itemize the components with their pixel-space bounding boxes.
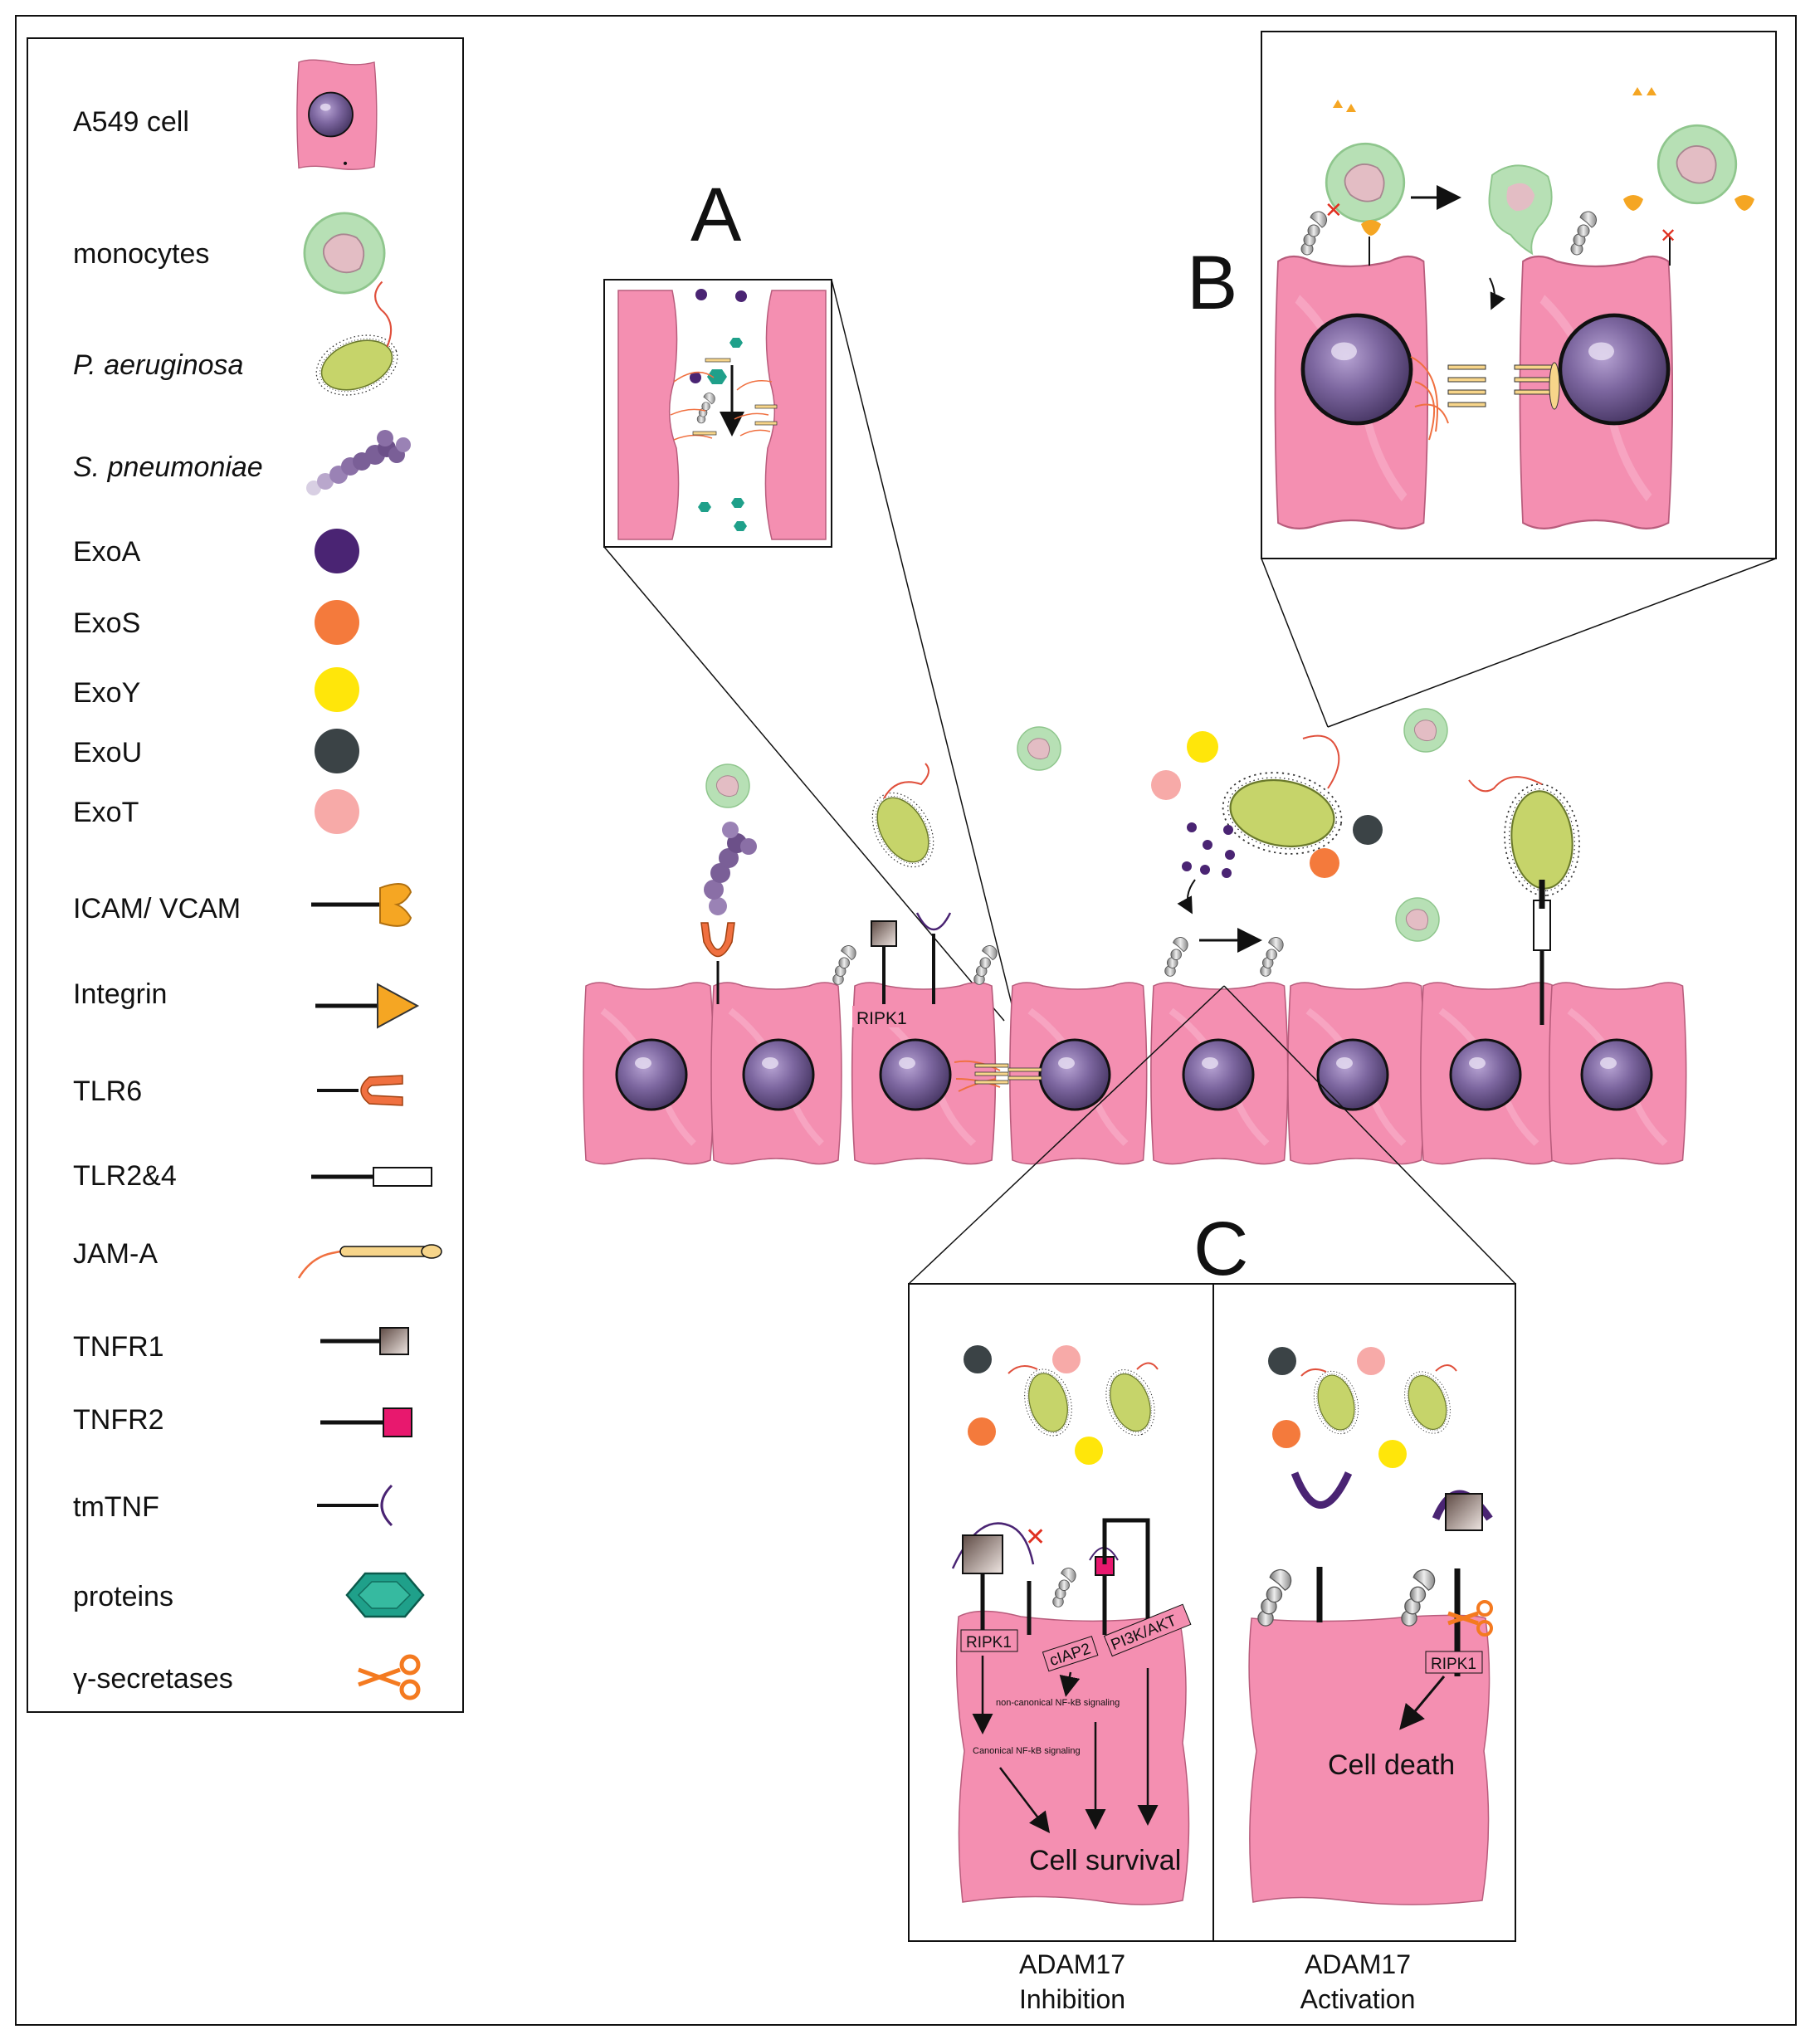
legend-label-gamma-secretases: γ-secretases <box>73 1663 233 1695</box>
legend: A549 cell monocytes P. aeruginosa S. pne… <box>27 37 464 1713</box>
legend-label-integrin: Integrin <box>73 978 167 1010</box>
svg-text:✕: ✕ <box>1325 198 1343 222</box>
s-pneumoniae-icon <box>306 430 411 495</box>
panel-b-letter: B <box>1187 241 1237 325</box>
svg-text:✕: ✕ <box>1025 1524 1046 1551</box>
p-aeruginosa-icon <box>307 281 407 407</box>
exoa-dot-icon <box>315 529 359 573</box>
panel-c-left-canonical: Canonical NF-kB signaling <box>973 1746 1081 1756</box>
scissors-icon <box>358 1654 421 1700</box>
legend-label-tlr2-4: TLR2&4 <box>73 1160 177 1192</box>
integrin-receptor-icon <box>315 983 420 1029</box>
tlr6-receptor-icon <box>317 1075 403 1106</box>
protein-hexagon-icon <box>345 1572 425 1618</box>
panel-a: A <box>603 173 1017 1022</box>
legend-label-tmtnf: tmTNF <box>73 1491 159 1523</box>
panel-c-left-ripk1: RIPK1 <box>966 1634 1012 1651</box>
panel-c-left-outcome: Cell survival <box>1029 1845 1181 1876</box>
legend-label-monocytes: monocytes <box>73 238 209 270</box>
legend-label-s-pneumoniae: S. pneumoniae <box>73 451 263 483</box>
svg-text:✕: ✕ <box>1660 225 1676 247</box>
panel-c-right-caption-line1: ADAM17 <box>1305 1949 1411 1979</box>
monocyte-icon <box>303 212 386 295</box>
tnfr2-receptor-icon <box>320 1407 412 1437</box>
panel-c-right-ripk1: RIPK1 <box>1431 1656 1476 1673</box>
ripk1-label-bg <box>852 1006 910 1027</box>
legend-label-exoa: ExoA <box>73 536 141 568</box>
panel-c-letter: C <box>1193 1207 1248 1291</box>
legend-label-jam-a: JAM-A <box>73 1238 158 1270</box>
panel-c-right-caption-line2: Activation <box>1300 1984 1416 2014</box>
a549-cell-icon <box>296 59 378 170</box>
legend-label-proteins: proteins <box>73 1581 173 1612</box>
panel-c-left-caption-line2: Inhibition <box>1019 1984 1125 2014</box>
legend-box <box>27 37 464 1713</box>
legend-label-p-aeruginosa: P. aeruginosa <box>73 349 243 381</box>
exou-dot-icon <box>315 729 359 773</box>
legend-label-exos: ExoS <box>73 607 140 639</box>
legend-label-a549-cell: A549 cell <box>73 106 189 138</box>
panel-c-left-caption-line1: ADAM17 <box>1019 1949 1125 1979</box>
legend-label-tnfr2: TNFR2 <box>73 1404 164 1436</box>
epithelium: RIPK1 <box>583 708 1686 1285</box>
exoy-dot-icon <box>315 667 359 712</box>
panel-a-letter: A <box>690 173 742 257</box>
jam-a-junction-icon <box>297 1244 442 1279</box>
legend-label-exou: ExoU <box>73 737 142 768</box>
tmtnf-ligand-icon <box>317 1484 393 1527</box>
legend-label-icam-vcam: ICAM/ VCAM <box>73 893 241 924</box>
figure-frame <box>15 15 1797 2026</box>
ripk1-label: RIPK1 <box>856 1009 907 1028</box>
legend-label-exot: ExoT <box>73 797 139 828</box>
panel-c-right-outcome: Cell death <box>1328 1749 1455 1781</box>
icam-vcam-receptor-icon <box>311 883 412 927</box>
exos-dot-icon <box>315 600 359 645</box>
tnfr1-receptor-icon <box>320 1327 409 1355</box>
legend-label-tlr6: TLR6 <box>73 1076 142 1107</box>
exot-dot-icon <box>315 789 359 834</box>
legend-label-tnfr1: TNFR1 <box>73 1331 164 1363</box>
tlr2-4-receptor-icon <box>311 1167 432 1187</box>
legend-label-exoy: ExoY <box>73 677 140 709</box>
panel-b: B ✕ ✕ <box>1187 31 1777 728</box>
panel-c: C ✕ RIPK1 cIAP2 PI3K/AKT n <box>908 1207 1516 2014</box>
panel-c-left-noncanonical: non-canonical NF-kB signaling <box>996 1698 1120 1708</box>
